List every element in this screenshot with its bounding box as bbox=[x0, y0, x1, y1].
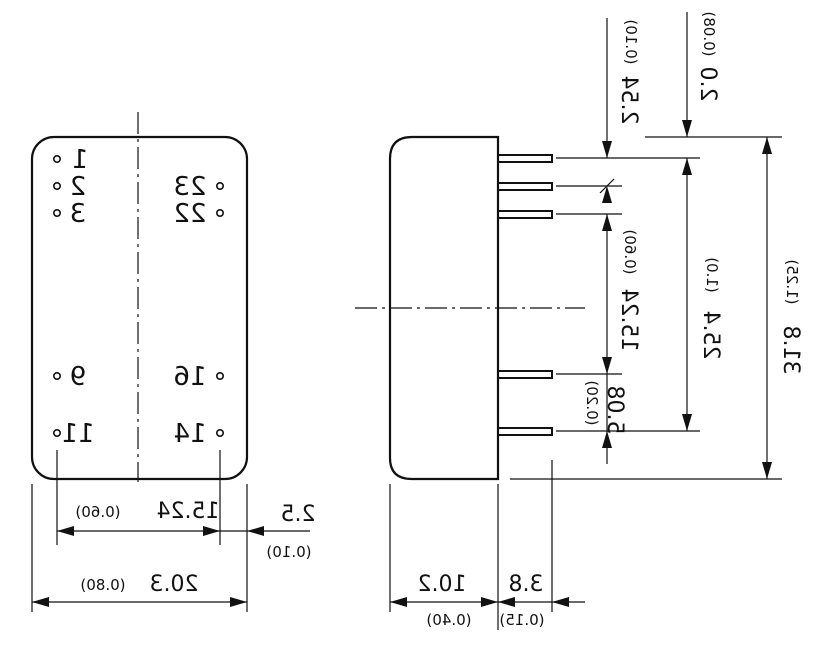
arrowhead bbox=[498, 597, 515, 607]
dim-body-length-mm: 31.8 bbox=[778, 326, 803, 375]
dim-pin-pitch-inch: (0.10) bbox=[622, 19, 640, 64]
pin-dot-1 bbox=[52, 155, 61, 164]
pin-label-16: 16 bbox=[173, 362, 206, 392]
side-pin bbox=[497, 370, 553, 379]
pin-dot-9 bbox=[52, 371, 61, 380]
arrowhead bbox=[57, 526, 74, 536]
arrowhead bbox=[390, 597, 407, 607]
dim-body-length-inch: (1.25) bbox=[783, 259, 801, 304]
dim-body-width-mm: 20.3 bbox=[150, 572, 199, 597]
dim-pin-edge-offset-inch: (0.10) bbox=[266, 543, 311, 561]
dim-tick-mark bbox=[599, 178, 615, 194]
side-pin bbox=[497, 154, 553, 163]
pin-dot-23 bbox=[216, 182, 225, 191]
arrowhead bbox=[230, 597, 247, 607]
arrowhead bbox=[481, 597, 498, 607]
pin-label-22: 22 bbox=[173, 199, 206, 229]
pin-label-9: 9 bbox=[70, 362, 87, 392]
arrowhead bbox=[602, 357, 612, 374]
dim-body-depth-inch: (0.40) bbox=[426, 611, 471, 629]
dim-pin-group-span-inch: (0.60) bbox=[621, 229, 639, 274]
arrowhead bbox=[602, 186, 612, 203]
arrowhead bbox=[682, 414, 692, 431]
pin-dot-22 bbox=[216, 209, 225, 218]
dim-pin-group-span-mm: 15.24 bbox=[616, 289, 641, 352]
arrowhead bbox=[682, 120, 692, 137]
dim-pin-pitch-mm: 2.54 bbox=[616, 76, 641, 125]
pin-label-3: 3 bbox=[70, 199, 87, 229]
side-pin bbox=[497, 182, 553, 191]
side-pin bbox=[497, 210, 553, 219]
dim-bottom-pin-pitch-mm: 5.08 bbox=[602, 386, 627, 435]
module-body-outline bbox=[30, 135, 249, 481]
dim-pin-row-spacing-mm: 15.24 bbox=[157, 499, 220, 524]
arrowhead bbox=[32, 597, 49, 607]
dim-top-offset-inch: (0.08) bbox=[700, 11, 718, 56]
pin-dot-2 bbox=[52, 182, 61, 191]
dim-top-offset-mm: 2.0 bbox=[695, 67, 720, 102]
arrowhead bbox=[682, 158, 692, 175]
arrowhead bbox=[602, 141, 612, 158]
arrowhead bbox=[762, 137, 772, 154]
pin-dot-16 bbox=[216, 371, 225, 380]
pin-label-14: 14 bbox=[173, 419, 206, 449]
arrowhead bbox=[247, 526, 264, 536]
arrowhead bbox=[602, 214, 612, 231]
arrowhead bbox=[762, 462, 772, 479]
dim-pin-edge-offset-mm: 2.5 bbox=[281, 502, 316, 527]
pin-label-1: 1 bbox=[72, 145, 89, 175]
pin-label-23: 23 bbox=[173, 172, 206, 202]
dim-body-width-inch: (0.80) bbox=[80, 576, 125, 594]
side-view: 2.54 (0.10) 2.0 (0.08) 15.24 (0.60) 5.08… bbox=[355, 11, 803, 630]
dim-pin-span-total-inch: (1.0) bbox=[703, 257, 721, 293]
arrowhead bbox=[552, 597, 569, 607]
dim-bottom-pin-pitch-inch: (0.20) bbox=[583, 380, 601, 425]
dim-pin-length-inch: (0.15) bbox=[499, 611, 544, 629]
pin-label-11: 11 bbox=[61, 419, 94, 449]
pin-label-2: 2 bbox=[70, 172, 87, 202]
front-view: 1 2 3 9 11 23 22 16 14 15.24 (0.60) 2.5 … bbox=[30, 112, 316, 612]
arrowhead bbox=[602, 431, 612, 448]
dim-body-depth-mm: 10.2 bbox=[418, 572, 467, 597]
side-pin bbox=[497, 427, 553, 436]
pin-dot-3 bbox=[52, 209, 61, 218]
dim-pin-span-total-mm: 25.4 bbox=[698, 311, 723, 360]
pin-dot-11 bbox=[52, 428, 61, 437]
dim-pin-row-spacing-inch: (0.60) bbox=[75, 503, 120, 521]
pin-dot-14 bbox=[216, 428, 225, 437]
dim-pin-length-mm: 3.8 bbox=[509, 572, 544, 597]
arrowhead bbox=[203, 526, 220, 536]
